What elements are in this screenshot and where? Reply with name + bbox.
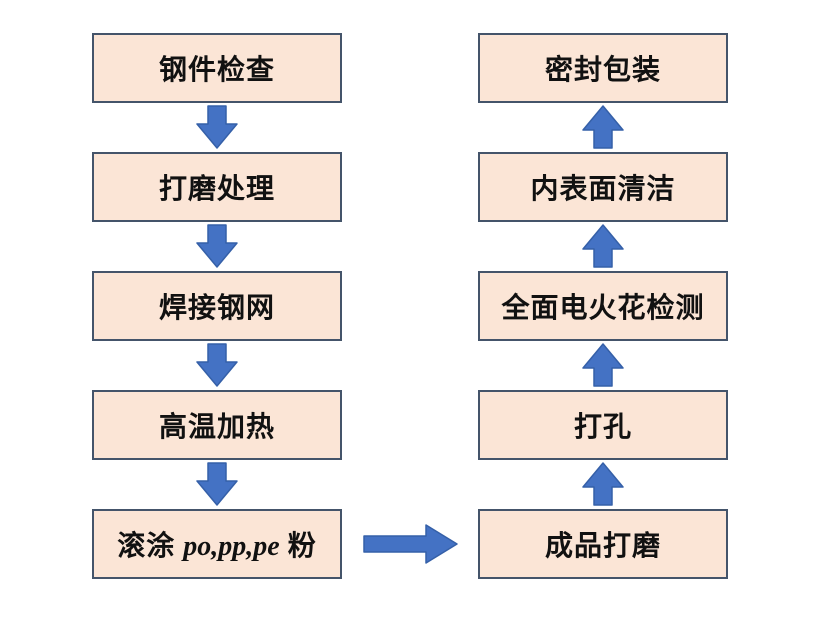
flow-box-label: 密封包装: [544, 55, 661, 86]
up-arrow-icon: [582, 462, 624, 506]
right-arrow-icon: [363, 524, 458, 564]
down-arrow-icon: [196, 105, 238, 149]
flow-box-hole-punching: 打孔: [478, 390, 728, 460]
flow-box-grinding-treatment: 打磨处理: [92, 152, 342, 222]
flow-box-label: 焊接钢网: [158, 293, 275, 324]
flow-box-high-temp-heating: 高温加热: [92, 390, 342, 460]
flow-box-label: 打孔: [573, 412, 632, 443]
up-arrow-icon: [582, 343, 624, 387]
flow-box-label-prefix: 滚涂: [117, 531, 184, 562]
flow-box-inner-surface-cleaning: 内表面清洁: [478, 152, 728, 222]
flow-box-label: 内表面清洁: [530, 174, 676, 205]
flow-box-welding-steel-mesh: 焊接钢网: [92, 271, 342, 341]
flow-box-label: 滚涂 po,pp,pe 粉: [117, 524, 316, 564]
flow-box-label: 钢件检查: [158, 55, 275, 86]
down-arrow-icon: [196, 343, 238, 387]
flow-box-label: 高温加热: [158, 412, 275, 443]
flow-box-label-latin: po,pp,pe: [183, 531, 280, 562]
flow-box-finished-grinding: 成品打磨: [478, 509, 728, 579]
flow-box-label: 成品打磨: [544, 531, 661, 562]
up-arrow-icon: [582, 105, 624, 149]
flow-box-sealed-packaging: 密封包装: [478, 33, 728, 103]
down-arrow-icon: [196, 224, 238, 268]
flow-box-roll-coating-powder: 滚涂 po,pp,pe 粉: [92, 509, 342, 579]
flow-box-spark-testing: 全面电火花检测: [478, 271, 728, 341]
down-arrow-icon: [196, 462, 238, 506]
flow-box-label: 打磨处理: [158, 174, 275, 205]
flow-box-steel-inspection: 钢件检查: [92, 33, 342, 103]
flow-box-label-suffix: 粉: [279, 531, 317, 562]
up-arrow-icon: [582, 224, 624, 268]
flow-box-label: 全面电火花检测: [501, 293, 705, 324]
